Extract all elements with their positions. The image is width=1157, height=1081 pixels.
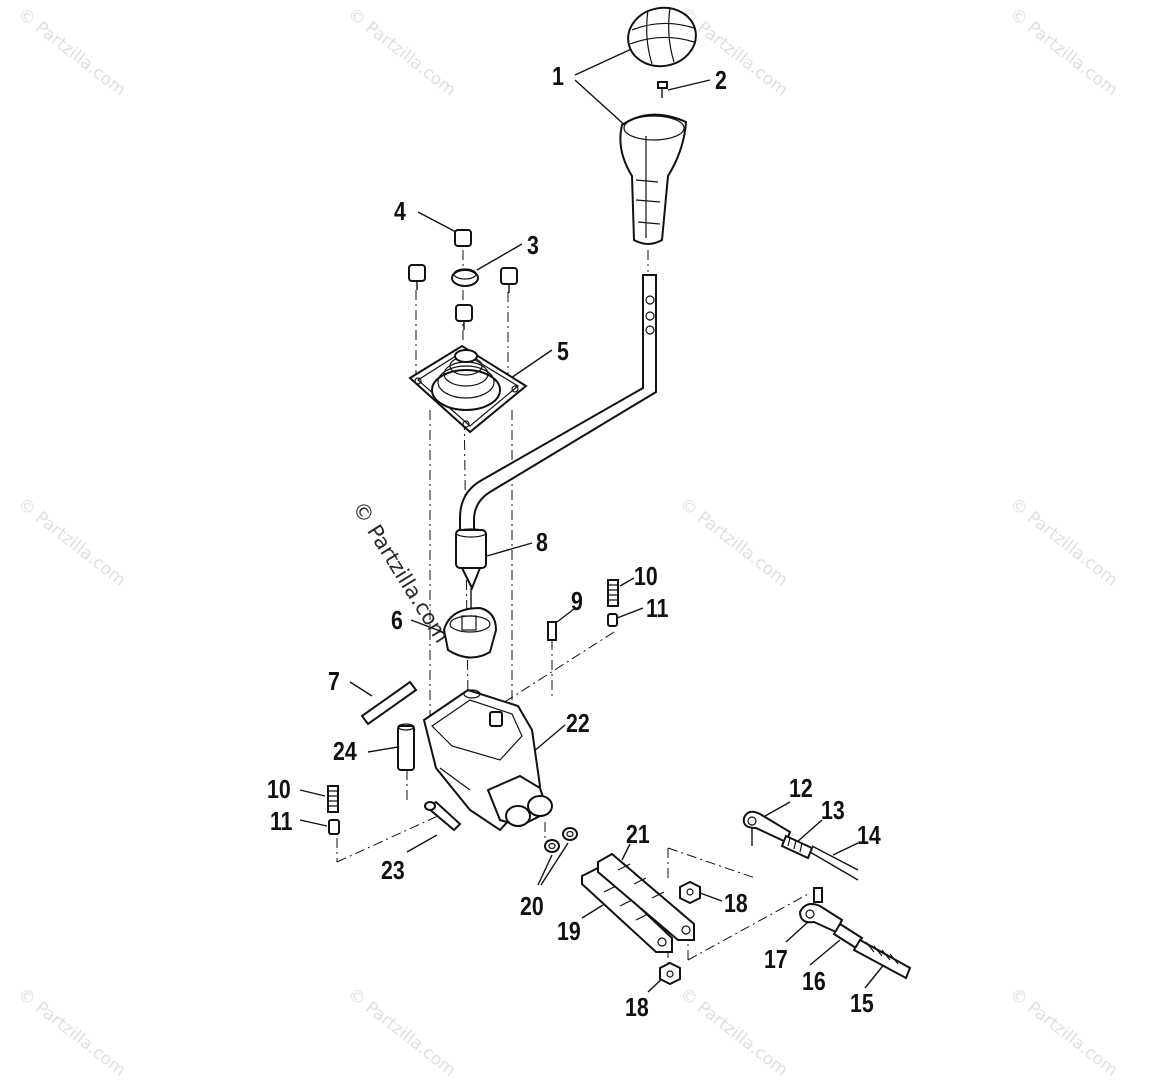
callout-3: 3	[527, 230, 539, 260]
callout-13: 13	[821, 795, 845, 825]
callout-8: 8	[536, 527, 548, 557]
callout-18: 18	[724, 888, 748, 918]
shift-boot	[408, 344, 528, 434]
callout-4: 4	[394, 196, 406, 226]
lower-shift-cable	[798, 887, 912, 980]
parts-diagram: © Partzilla.com © Partzilla.com © Partzi…	[14, 4, 1122, 1081]
callout-22: 22	[566, 708, 590, 738]
callout-17: 17	[764, 944, 788, 974]
callout-23: 23	[381, 855, 405, 885]
callout-5: 5	[557, 336, 569, 366]
assembly-centerlines	[336, 250, 811, 965]
callout-10: 10	[267, 774, 291, 804]
callout-6: 6	[391, 605, 403, 635]
callout-2: 2	[715, 65, 727, 95]
callout-11: 11	[270, 806, 293, 836]
callout-12: 12	[789, 773, 813, 803]
callout-10: 10	[634, 561, 658, 591]
exploded-view-drawing	[299, 6, 912, 993]
housing-bolt	[424, 800, 462, 832]
callout-11: 11	[646, 593, 669, 623]
knob-screw	[657, 81, 668, 98]
callout-14: 14	[857, 820, 881, 850]
pivot-pin	[360, 680, 418, 726]
retaining-ring	[451, 268, 479, 287]
pivot-ball	[442, 606, 498, 659]
upper-shift-cable	[742, 810, 859, 881]
callout-1: 1	[552, 61, 564, 91]
callout-9: 9	[571, 586, 583, 616]
callout-24: 24	[333, 736, 357, 766]
callout-16: 16	[802, 966, 826, 996]
callout-20: 20	[520, 891, 544, 921]
dowel-pin	[397, 723, 415, 771]
callout-19: 19	[557, 916, 581, 946]
detent-spring-set	[327, 579, 619, 835]
shift-knob	[627, 6, 697, 68]
callout-15: 15	[850, 988, 874, 1018]
shift-rods	[581, 852, 695, 953]
washers	[544, 827, 578, 853]
shift-housing	[422, 688, 553, 832]
rod-nuts	[659, 880, 701, 986]
shift-grip	[619, 113, 688, 245]
shift-lever	[455, 274, 657, 610]
callout-18: 18	[625, 992, 649, 1022]
callout-7: 7	[328, 666, 340, 696]
callout-21: 21	[626, 819, 650, 849]
boot-nuts	[408, 229, 518, 330]
